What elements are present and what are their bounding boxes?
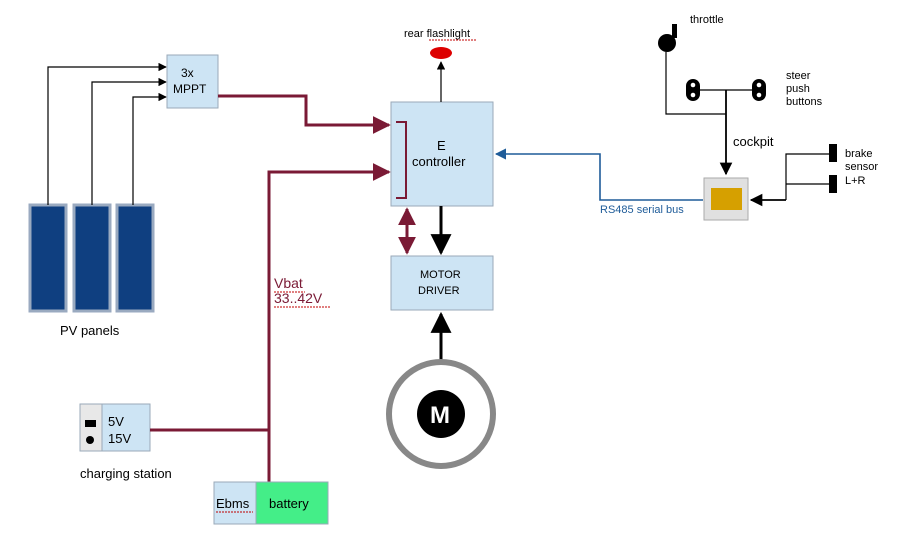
motor-driver-box bbox=[390, 255, 494, 311]
motor-driver-label-1: MOTOR bbox=[420, 269, 461, 281]
brake-label-1: brake bbox=[845, 148, 873, 160]
charging-slot-icon bbox=[85, 420, 96, 427]
charger-15v-label: 15V bbox=[108, 431, 131, 446]
motor-label: M bbox=[430, 402, 450, 429]
charging-pin-icon bbox=[86, 436, 94, 444]
cockpit-label: cockpit bbox=[733, 134, 774, 149]
steer-label-1: steer bbox=[786, 70, 811, 82]
pv-panel-2 bbox=[72, 203, 112, 313]
mppt-label-1: 3x bbox=[181, 66, 194, 80]
brake-label-3: L+R bbox=[845, 175, 866, 187]
controller-label-1: E bbox=[437, 138, 446, 153]
steer-label-3: buttons bbox=[786, 96, 823, 108]
pv-panels bbox=[28, 203, 155, 313]
mppt-to-controller-wire bbox=[218, 94, 391, 134]
pv-to-mppt-wires bbox=[47, 62, 167, 205]
charging-plug-area bbox=[79, 403, 103, 452]
mppt-label-2: MPPT bbox=[173, 82, 207, 96]
brake-sensor-right-icon bbox=[829, 175, 837, 193]
steer-button-right-icon bbox=[752, 79, 766, 101]
rs485-label: RS485 serial bus bbox=[600, 204, 684, 216]
ebms-label: Ebms bbox=[216, 496, 250, 511]
charging-station-label: charging station bbox=[80, 466, 172, 481]
motor-driver-label-2: DRIVER bbox=[418, 285, 460, 297]
pv-panel-3 bbox=[115, 203, 155, 313]
motor-icon bbox=[417, 390, 465, 438]
brake-label-2: sensor bbox=[845, 161, 878, 173]
vbat-label: Vbat bbox=[274, 275, 303, 291]
controller-box bbox=[390, 101, 494, 207]
pv-panel-1 bbox=[28, 203, 68, 313]
battery-box bbox=[255, 481, 329, 525]
rear-flashlight-icon bbox=[430, 47, 452, 59]
cockpit-display bbox=[711, 188, 742, 210]
battery-label: battery bbox=[269, 496, 309, 511]
vbat-bus-wire bbox=[267, 163, 391, 482]
brake-sensor-left-icon bbox=[829, 144, 837, 162]
input-wires bbox=[665, 52, 752, 176]
mppt-box bbox=[166, 54, 219, 109]
rear-flashlight-label: rear flashlight bbox=[404, 28, 470, 40]
steer-button-left-icon bbox=[686, 79, 700, 101]
charger-5v-label: 5V bbox=[108, 414, 124, 429]
vbat-voltage-label: 33..42V bbox=[274, 290, 323, 306]
pv-panels-label: PV panels bbox=[60, 323, 120, 338]
throttle-label: throttle bbox=[690, 14, 724, 26]
controller-label-2: controller bbox=[412, 154, 466, 169]
controller-power-bracket bbox=[396, 121, 407, 199]
steer-label-2: push bbox=[786, 83, 810, 95]
brake-wires bbox=[749, 153, 829, 207]
throttle-icon bbox=[658, 24, 677, 52]
rs485-bus-wire bbox=[494, 148, 703, 201]
ebms-box bbox=[213, 481, 257, 525]
